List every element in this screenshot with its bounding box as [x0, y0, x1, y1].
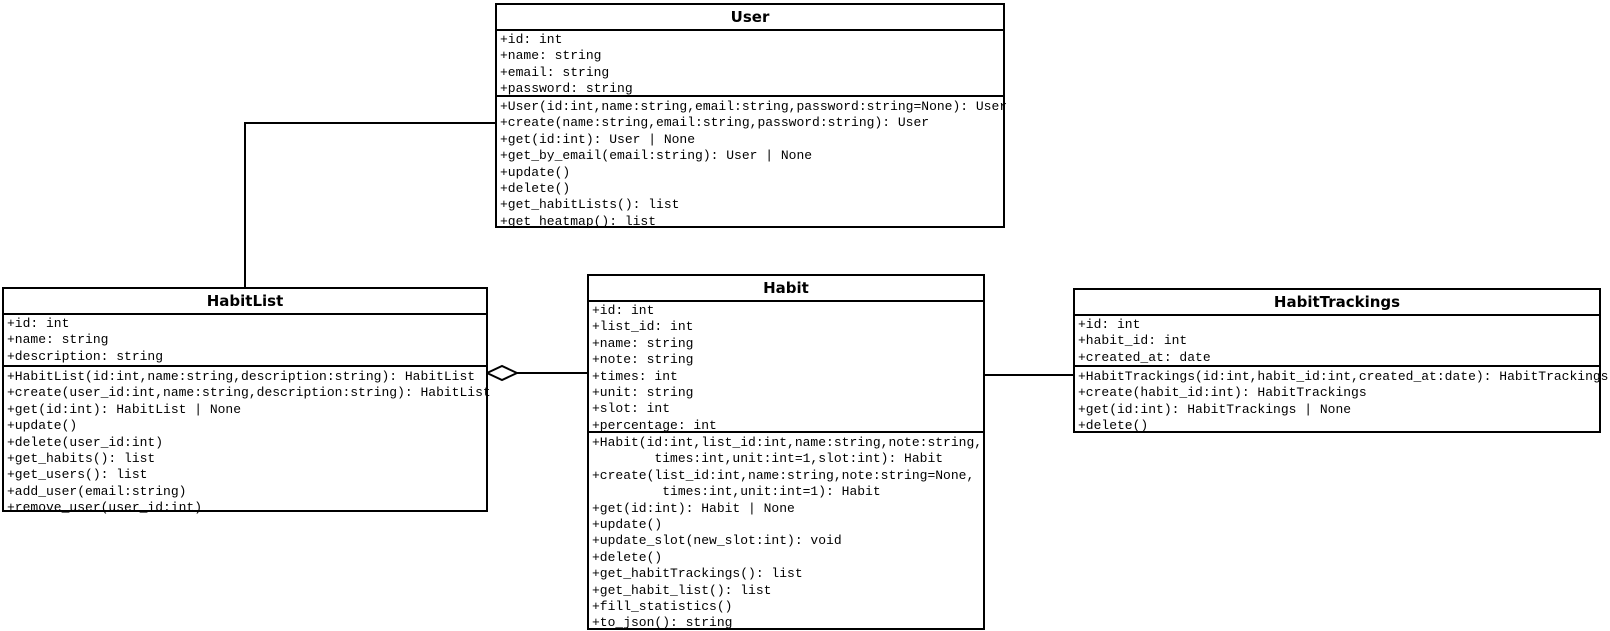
class-methods-habitlist: +HabitList(id:int,name:string,descriptio… [7, 369, 491, 516]
class-attributes-user: +id: int +name: string +email: string +p… [497, 31, 1003, 97]
class-methods-habittrackings: +HabitTrackings(id:int,habit_id:int,crea… [1078, 369, 1609, 434]
class-box-habitlist[interactable]: HabitList +id: int +name: string +descri… [2, 287, 491, 515]
class-title-habittrackings: HabitTrackings [1075, 290, 1599, 316]
class-title-habitlist: HabitList [4, 289, 486, 315]
edge-user-habitlist-horizontal [244, 122, 495, 124]
edge-habitlist-habit [508, 372, 587, 374]
class-attributes-habitlist: +id: int +name: string +description: str… [4, 315, 486, 367]
class-box-habittrackings[interactable]: HabitTrackings +id: int +habit_id: int +… [1073, 288, 1609, 434]
class-title-user: User [497, 5, 1003, 31]
class-attributes-habittrackings: +id: int +habit_id: int +created_at: dat… [1075, 316, 1599, 367]
class-box-user[interactable]: User +id: int +name: string +email: stri… [495, 3, 1008, 229]
class-methods-habit: +Habit(id:int,list_id:int,name:string,no… [592, 435, 983, 631]
class-box-habit[interactable]: Habit +id: int +list_id: int +name: stri… [587, 274, 985, 630]
class-methods-user: +User(id:int,name:string,email:string,pa… [500, 99, 1008, 229]
aggregation-diamond-icon [485, 364, 519, 382]
class-attributes-habit: +id: int +list_id: int +name: string +no… [589, 302, 983, 433]
class-title-habit: Habit [589, 276, 983, 302]
edge-user-habitlist-vertical [244, 122, 246, 289]
edge-habit-habittrackings [985, 374, 1073, 376]
